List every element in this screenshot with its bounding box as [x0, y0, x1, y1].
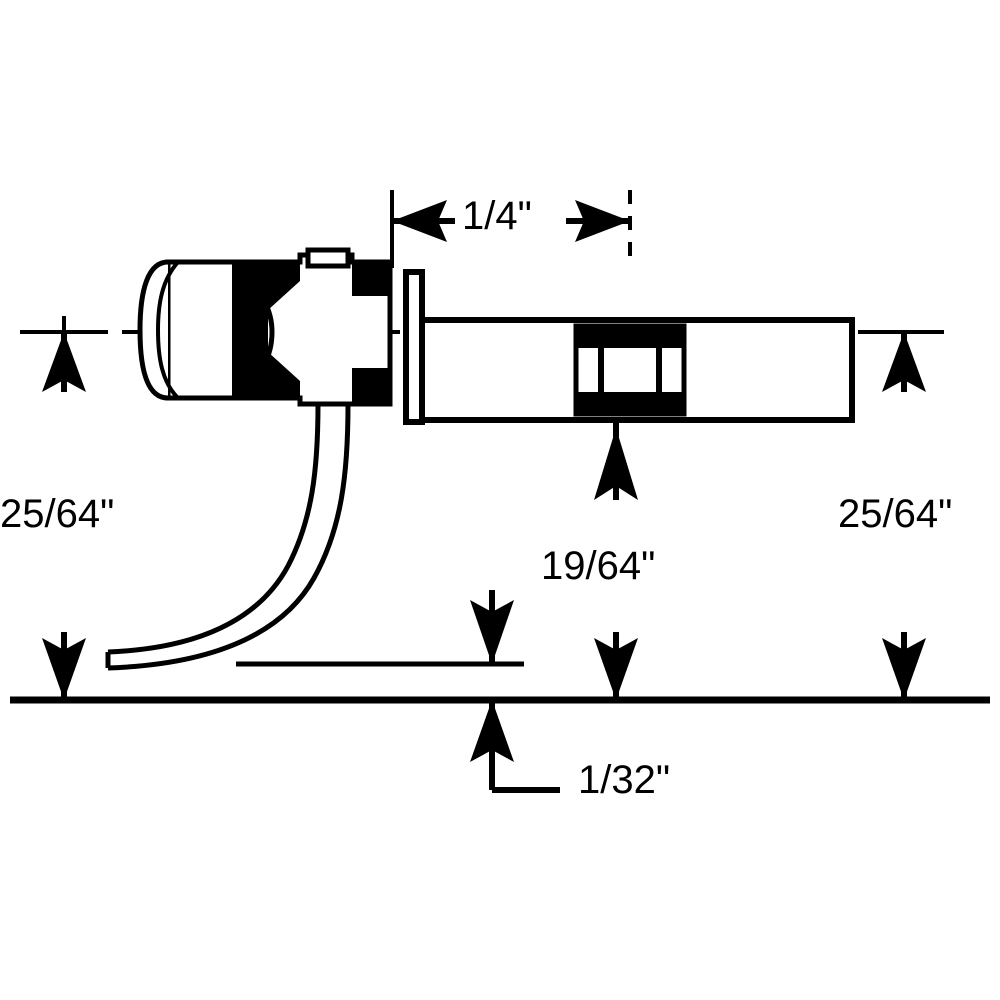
box-center-detail [576, 326, 684, 414]
quarter-extension-lines [390, 190, 632, 268]
dimension-label-right-height: 25/64" [838, 492, 953, 536]
coupler-head [137, 247, 393, 407]
left-height-dimension [20, 316, 108, 700]
clearance-dimension [470, 590, 560, 793]
dimension-label-clearance: 1/32" [578, 758, 671, 802]
dimension-label-box-height: 19/64" [541, 544, 656, 588]
dimension-label-quarter-inch: 1/4" [462, 194, 532, 238]
dimension-label-left-height: 25/64" [0, 492, 115, 536]
box-center-detail-outline [573, 323, 687, 417]
quarter-dimension [392, 200, 630, 242]
center-height-dimension [594, 420, 638, 700]
trip-pin [105, 403, 351, 671]
right-height-dimension [858, 330, 944, 700]
